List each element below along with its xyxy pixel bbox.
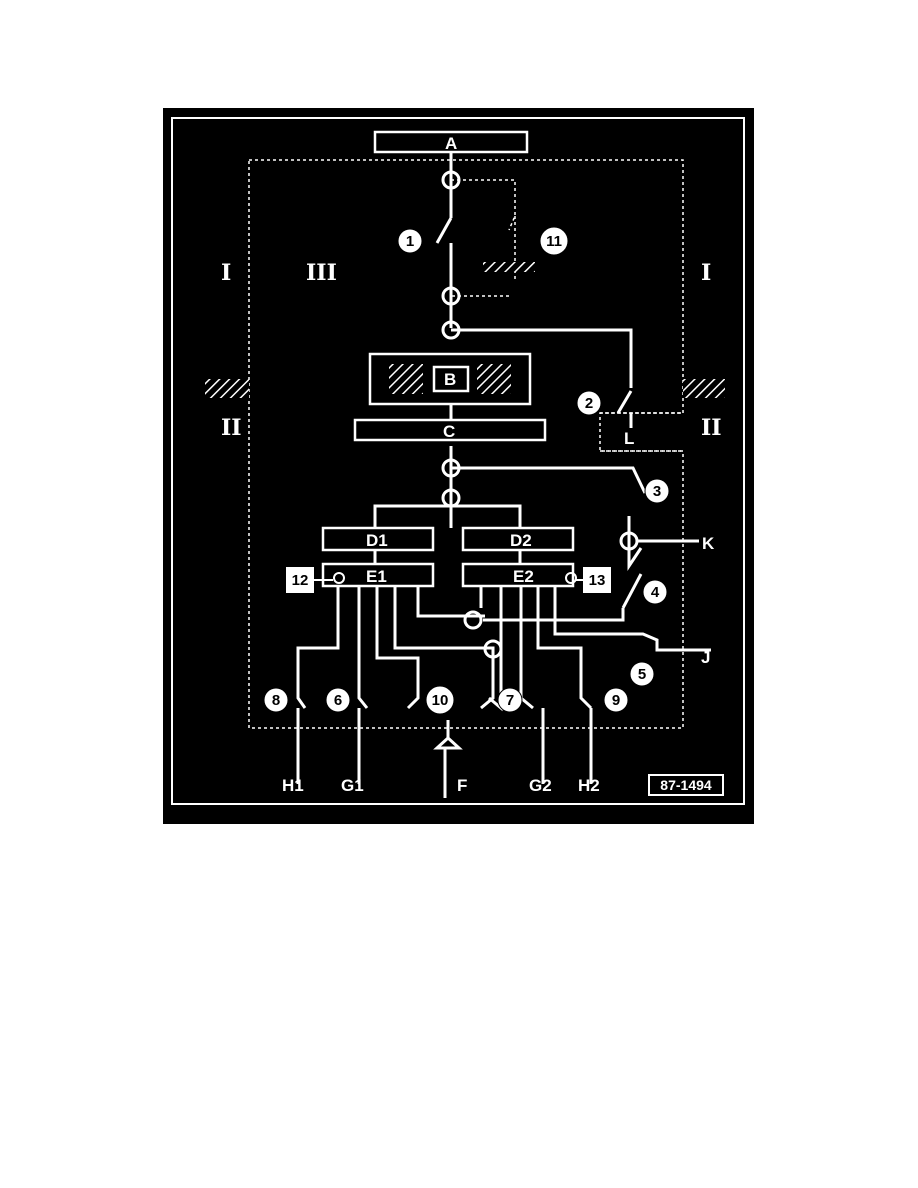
- callout-8: 8: [263, 687, 289, 713]
- region-label: II: [701, 415, 722, 441]
- bypass-dashed: [451, 179, 516, 297]
- callout-7: 7: [497, 687, 523, 713]
- svg-text:10: 10: [432, 692, 449, 709]
- callout-6: 6: [325, 687, 351, 713]
- svg-text:4: 4: [651, 584, 660, 601]
- svg-text:1: 1: [406, 233, 414, 250]
- label-d2: D2: [510, 531, 532, 550]
- label-d1: D1: [366, 531, 388, 550]
- svg-text:8: 8: [272, 692, 280, 709]
- callout-13: 13: [565, 567, 611, 593]
- callout-4: 4: [642, 579, 668, 605]
- callout-11: 11: [539, 226, 569, 256]
- junction: [463, 610, 483, 630]
- l-box: [600, 412, 683, 452]
- label-k: K: [702, 534, 715, 553]
- label-h2: H2: [578, 776, 600, 795]
- diagram-panel: I I II II III A B C D1 D2 E1 E2 L K J H1…: [163, 108, 754, 824]
- callout-12: 12: [286, 567, 345, 593]
- label-e2: E2: [513, 567, 534, 586]
- label-g1: G1: [341, 776, 364, 795]
- callout-2: 2: [576, 390, 602, 416]
- split-d: [373, 504, 522, 528]
- switch-4: [483, 573, 643, 622]
- terminals: [296, 708, 593, 798]
- branch-2: [451, 328, 633, 428]
- label-c: C: [443, 422, 455, 441]
- figure-code-box: [648, 774, 724, 796]
- switch-1: [435, 217, 453, 244]
- svg-text:6: 6: [334, 692, 342, 709]
- svg-text:12: 12: [292, 572, 309, 589]
- svg-text:13: 13: [589, 572, 606, 589]
- outer-frame: [171, 117, 745, 805]
- svg-text:9: 9: [612, 692, 620, 709]
- coil-right: [477, 364, 511, 394]
- label-l: L: [624, 429, 634, 448]
- svg-text:3: 3: [653, 483, 661, 500]
- d-link: [373, 550, 522, 564]
- svg-text:7: 7: [506, 692, 514, 709]
- svg-text:2: 2: [585, 395, 593, 412]
- coil-left: [389, 364, 423, 394]
- region-label: I: [221, 260, 231, 286]
- label-h1: H1: [282, 776, 304, 795]
- callout-10: 10: [425, 685, 455, 715]
- label-a: A: [445, 134, 457, 153]
- wall-right: [683, 379, 725, 398]
- region-boundary: [248, 159, 684, 729]
- callout-5: 5: [629, 661, 655, 687]
- callout-1: 1: [397, 228, 423, 254]
- block-d1: [321, 526, 435, 552]
- wall-left: [205, 379, 249, 398]
- label-e1: E1: [366, 567, 387, 586]
- branch-3: [451, 466, 647, 571]
- block-e2: [461, 562, 575, 588]
- region-label: III: [306, 260, 337, 286]
- block-d2: [461, 526, 575, 552]
- e1-lines: [296, 586, 495, 710]
- region-label: I: [701, 260, 711, 286]
- label-f: F: [457, 776, 467, 795]
- bypass-hatch: [483, 262, 535, 272]
- label-j: J: [701, 648, 710, 667]
- callout-3: 3: [644, 478, 670, 504]
- region-label: II: [221, 415, 242, 441]
- svg-text:5: 5: [638, 666, 646, 683]
- callout-9: 9: [603, 687, 629, 713]
- svg-text:11: 11: [546, 233, 562, 250]
- label-g2: G2: [529, 776, 552, 795]
- block-b: [432, 365, 470, 393]
- schematic-diagram: I I II II III A B C D1 D2 E1 E2 L K J H1…: [171, 117, 745, 805]
- label-b: B: [444, 370, 456, 389]
- figure-code: 87-1494: [660, 777, 712, 793]
- block-c: [353, 418, 547, 442]
